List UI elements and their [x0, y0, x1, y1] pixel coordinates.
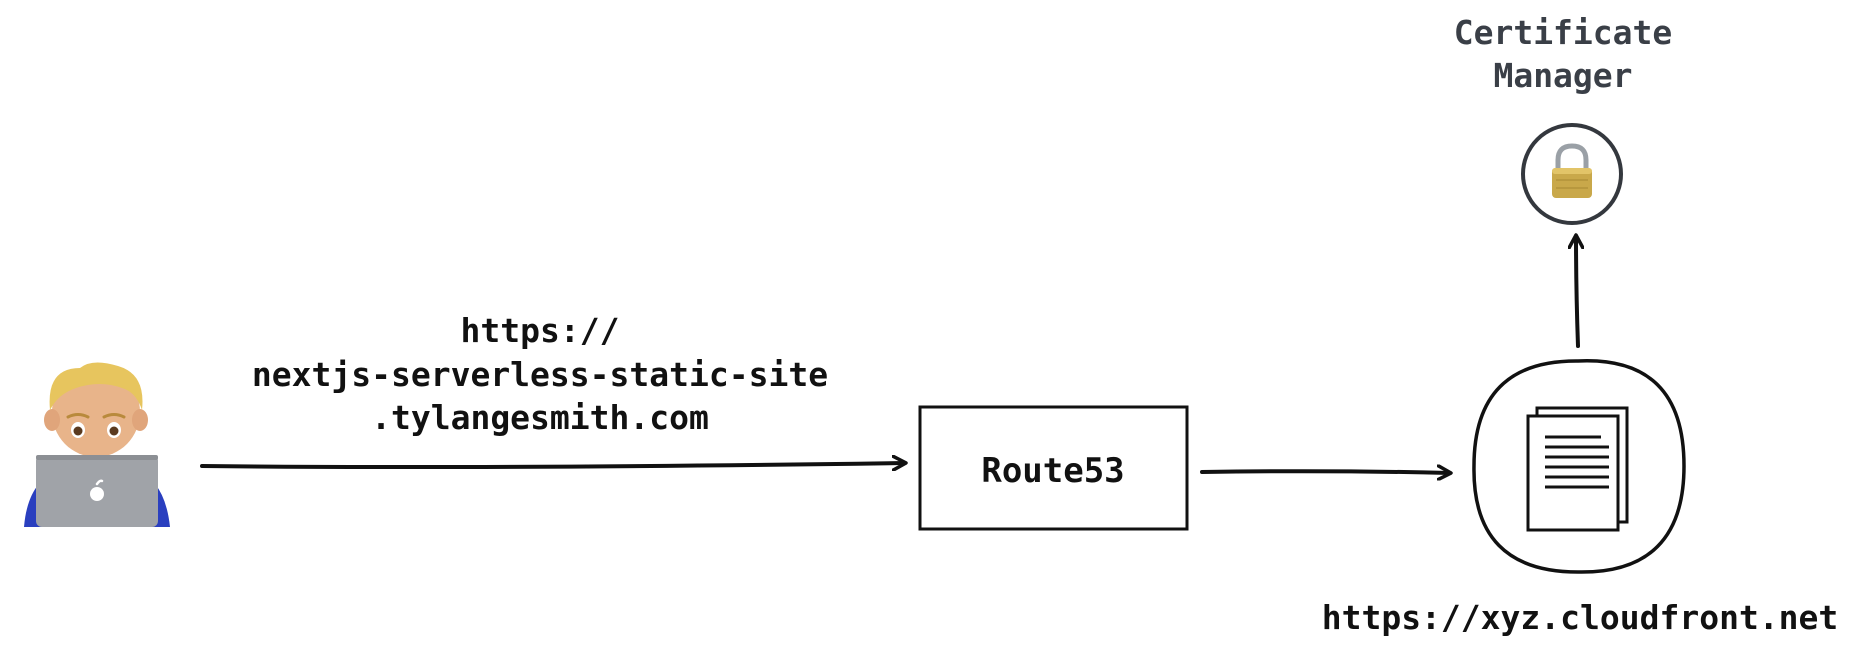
certificate-manager-label-line-2: Manager — [1493, 56, 1632, 95]
cloudfront-node — [1472, 359, 1686, 574]
user-to-route53-arrow — [200, 463, 905, 467]
certificate-manager-label-line-1: Certificate — [1454, 13, 1673, 52]
documents-icon — [1526, 406, 1629, 532]
cloudfront-url-label: https://xyz.cloudfront.net — [1322, 598, 1839, 637]
request-url-line-3: .tylangesmith.com — [371, 398, 709, 437]
request-url-line-1: https:// — [461, 311, 620, 350]
certificate-manager-node — [1521, 123, 1623, 225]
route53-box — [918, 405, 1189, 531]
lock-icon — [1552, 143, 1592, 198]
route53-label: Route53 — [981, 451, 1124, 491]
route53-to-cloudfront-arrow — [1200, 471, 1450, 473]
request-url-line-2: nextjs-serverless-static-site — [252, 355, 828, 394]
user-with-laptop-icon — [24, 362, 170, 527]
cloudfront-to-certificate-manager-arrow — [1576, 236, 1578, 348]
